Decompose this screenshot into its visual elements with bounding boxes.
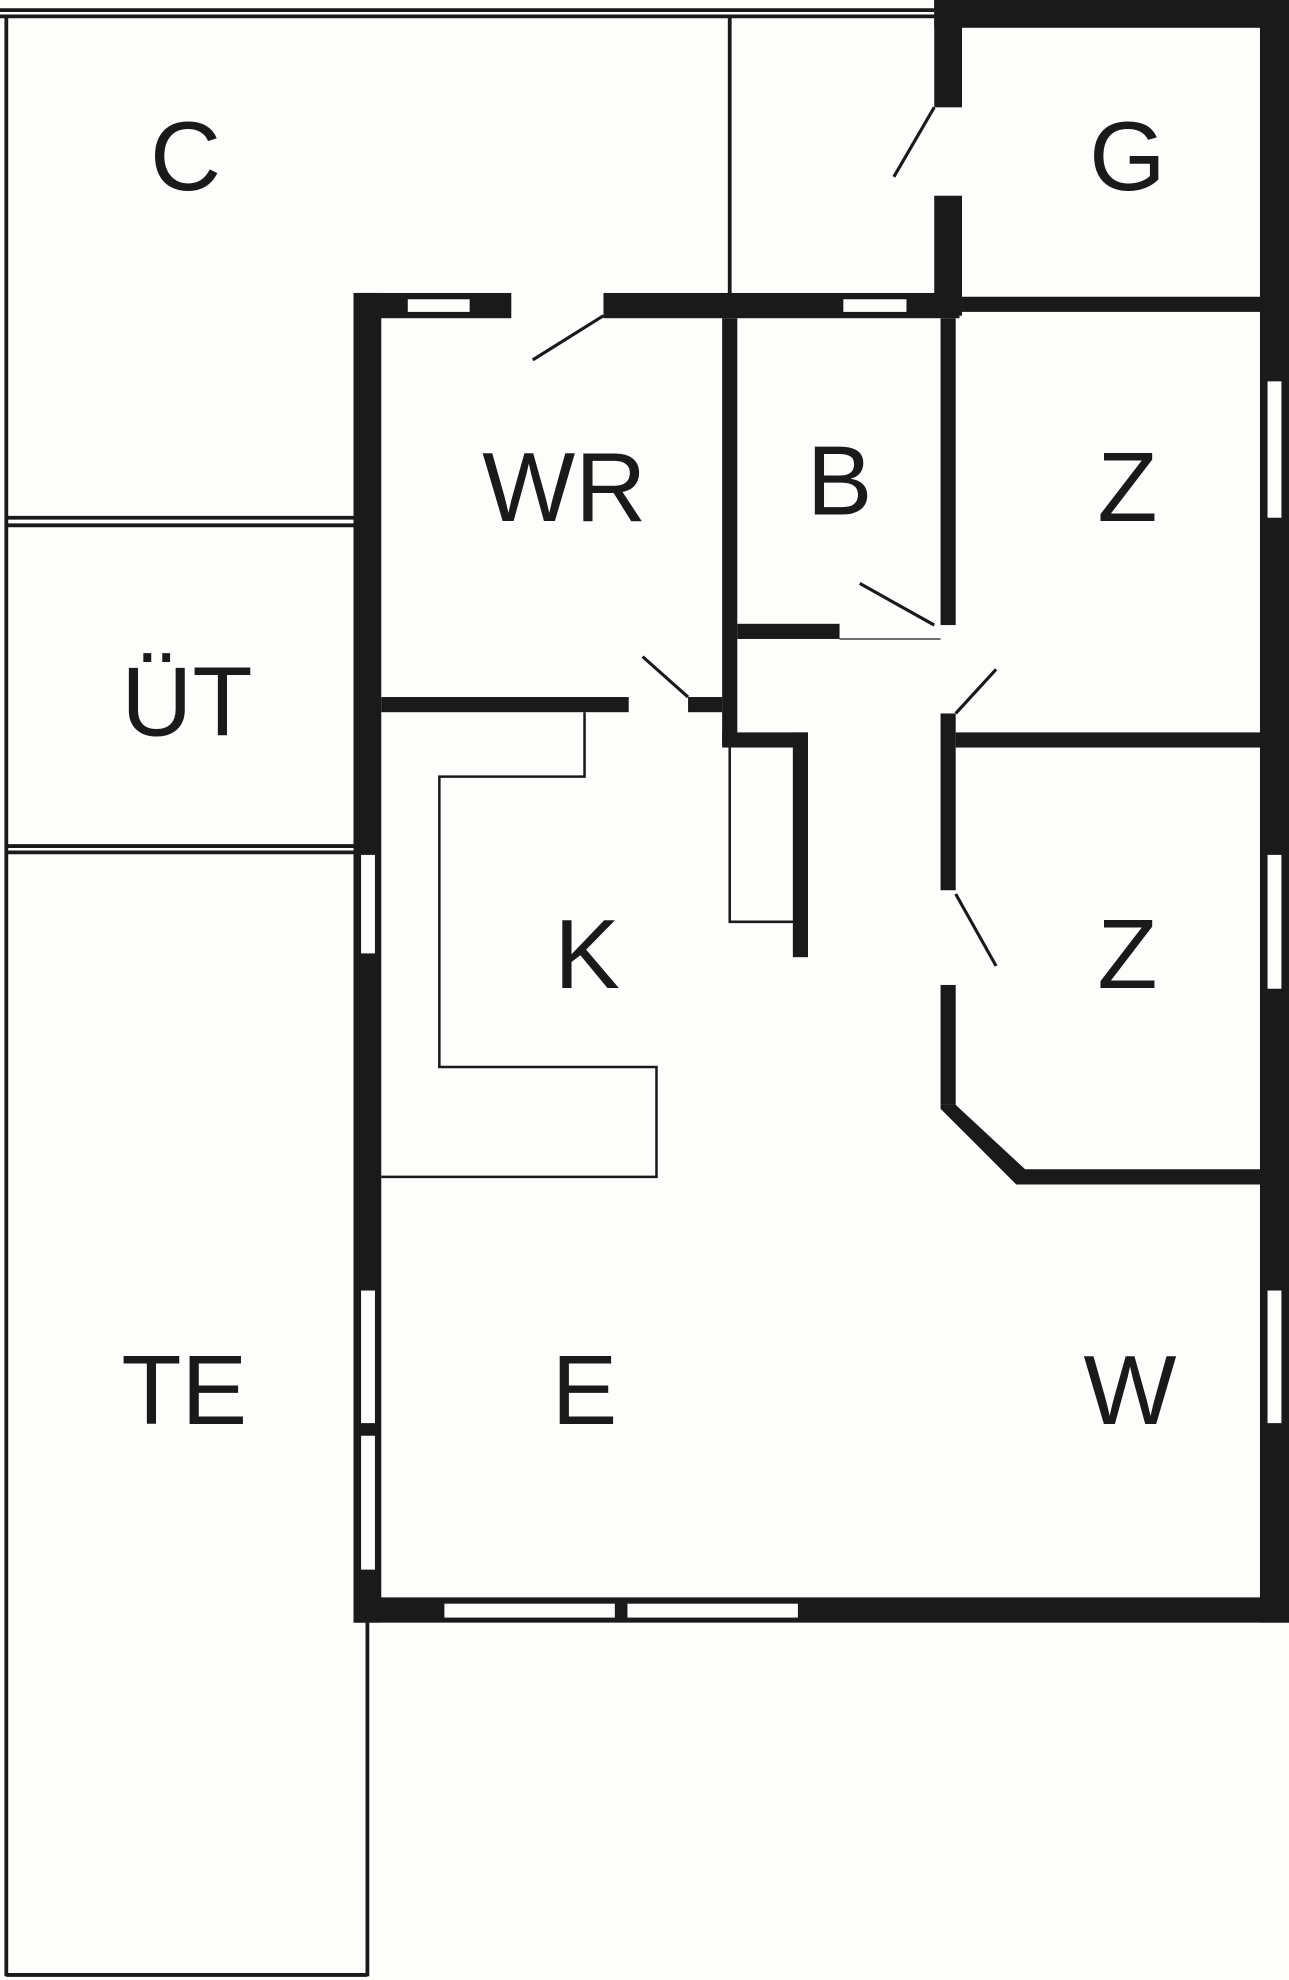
room-label-b: B xyxy=(807,426,873,536)
room-labels: C G WR B Z ÜT K Z TE E W xyxy=(121,101,1176,1445)
door-swings xyxy=(531,106,998,967)
room-label-ut: ÜT xyxy=(121,647,252,757)
walls xyxy=(353,0,1289,1623)
room-label-c: C xyxy=(150,101,221,211)
room-label-z-upper: Z xyxy=(1097,432,1157,542)
room-label-wr: WR xyxy=(482,432,646,542)
room-label-te: TE xyxy=(121,1335,247,1445)
outer-thin-lines xyxy=(0,8,935,1977)
room-label-w: W xyxy=(1083,1335,1176,1445)
room-label-e: E xyxy=(552,1335,618,1445)
fixtures xyxy=(381,712,796,1179)
room-label-z-lower: Z xyxy=(1097,899,1157,1009)
room-label-k: K xyxy=(554,899,620,1009)
windows xyxy=(361,299,1282,1618)
room-label-g: G xyxy=(1089,101,1166,211)
